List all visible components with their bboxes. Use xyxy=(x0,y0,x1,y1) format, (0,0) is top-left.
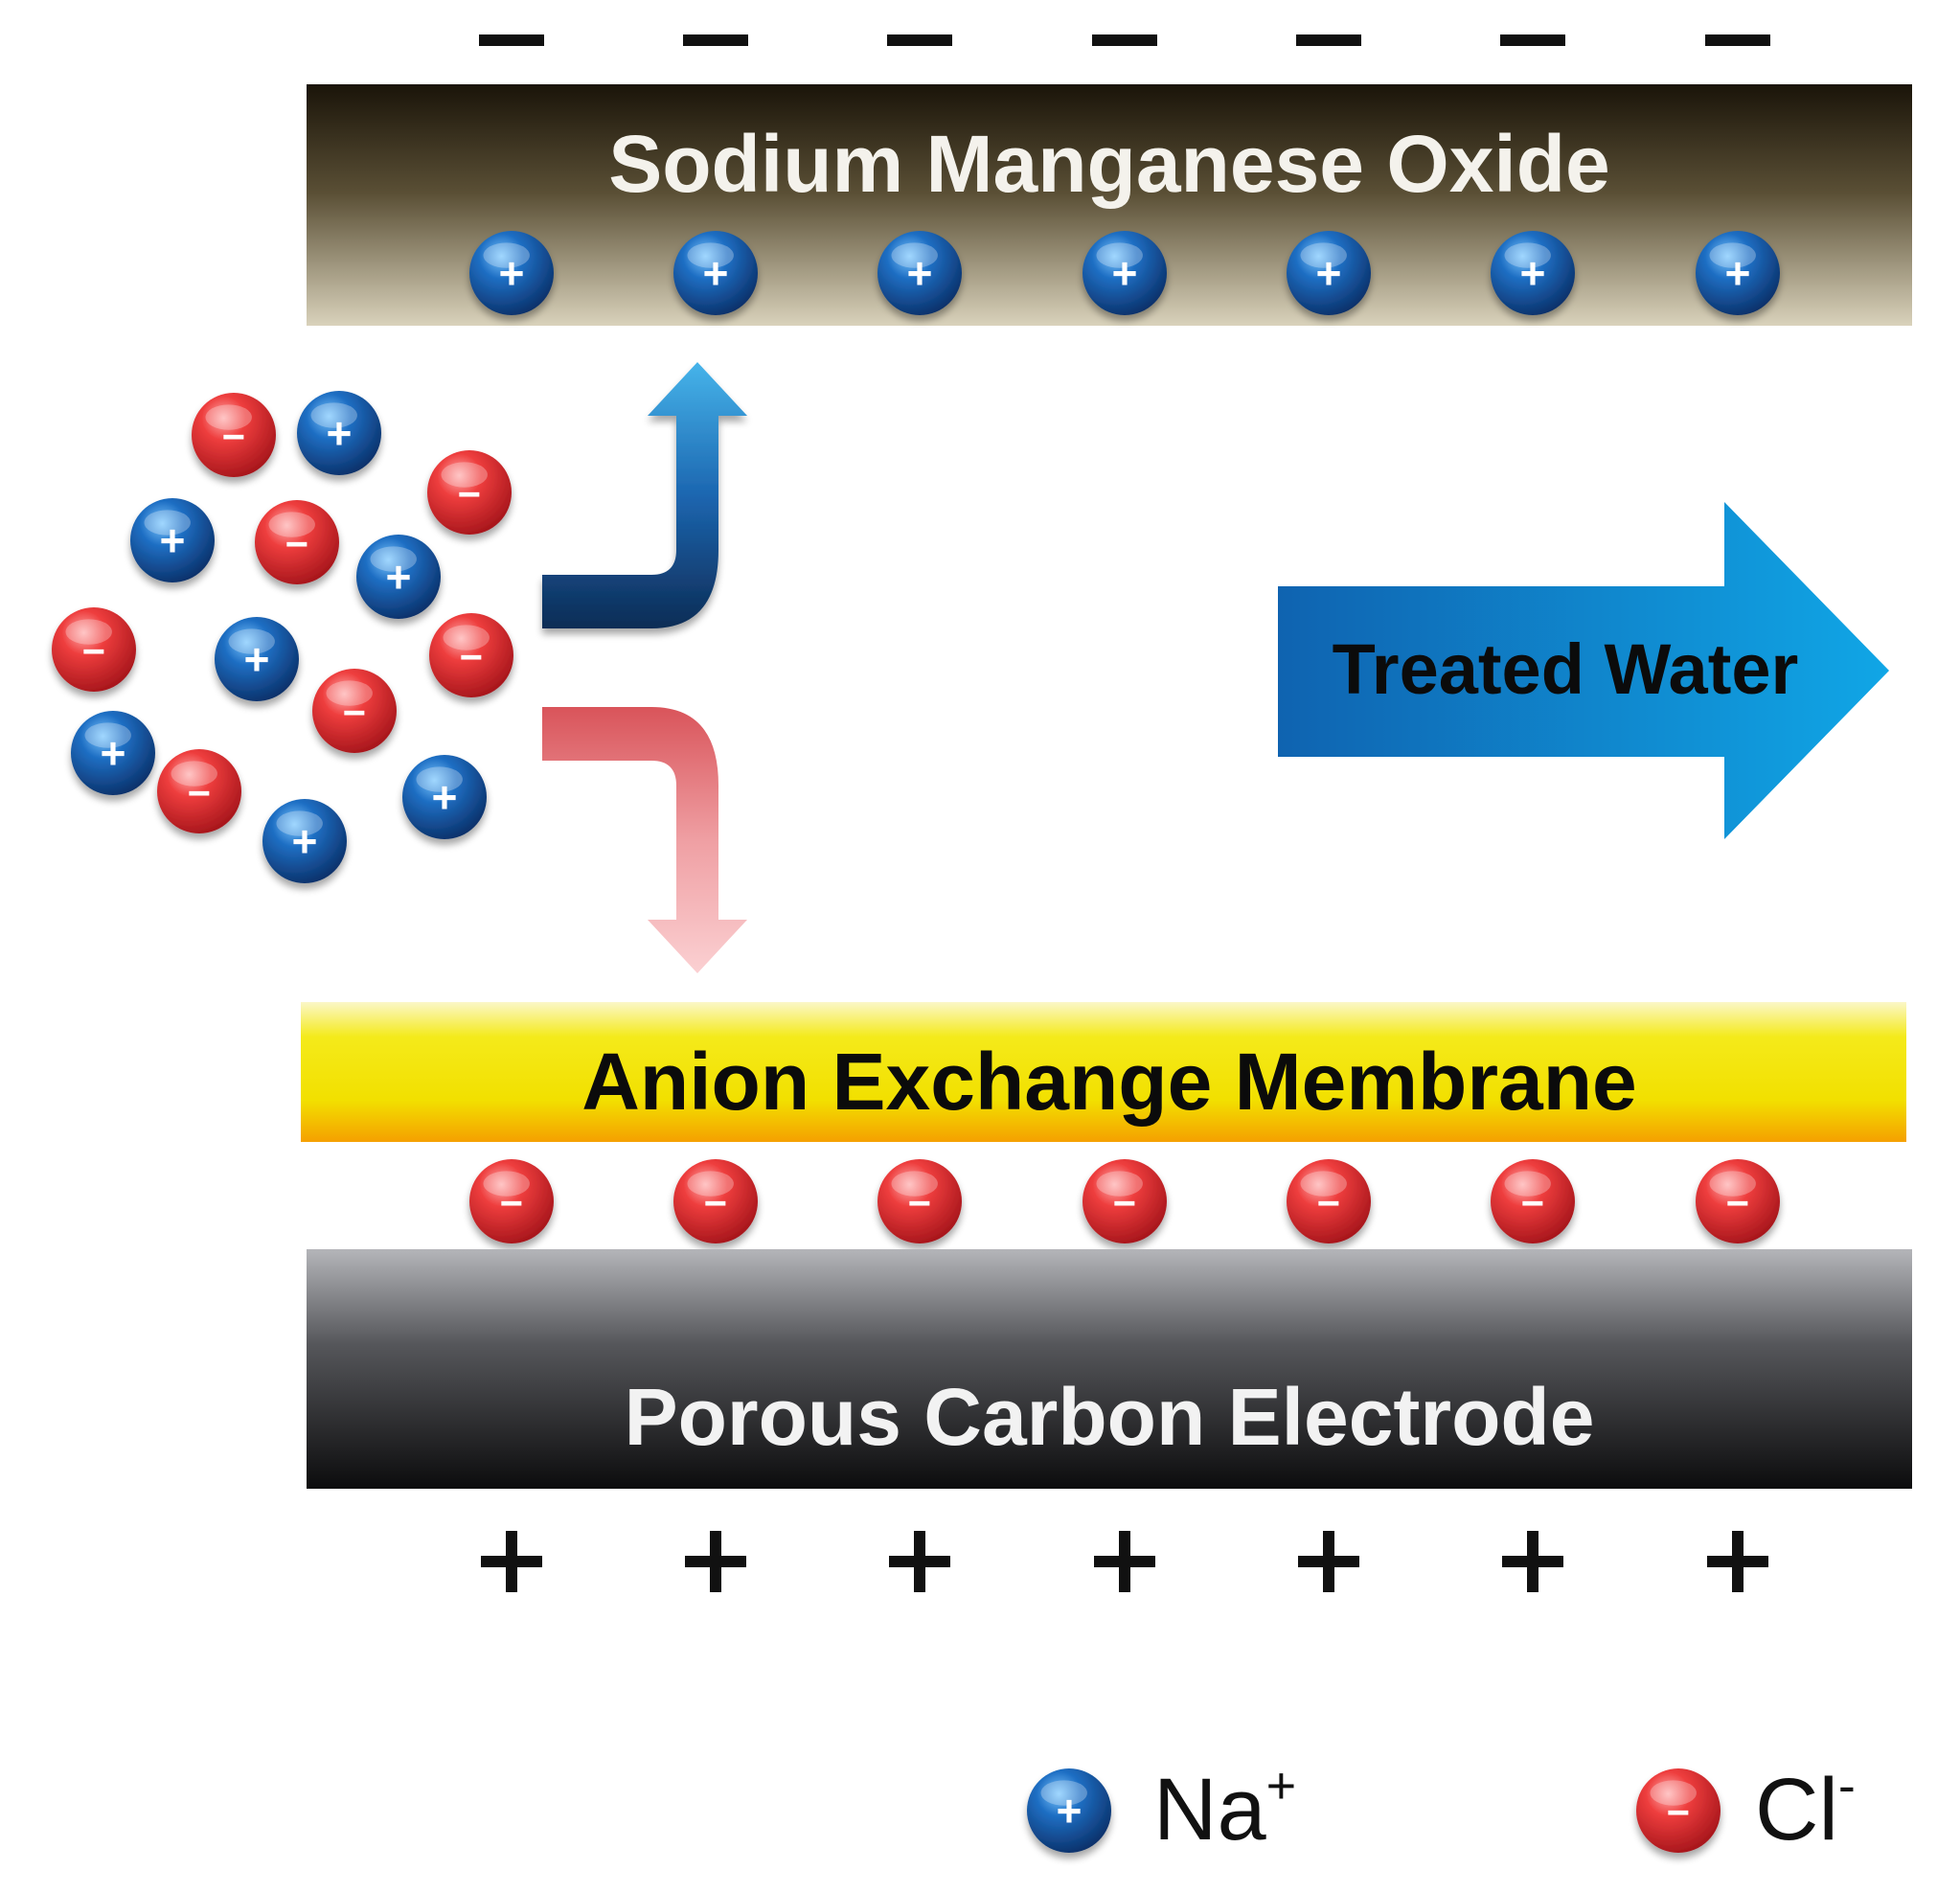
negative-polarity-sign xyxy=(887,34,952,46)
adsorbed-cation: + xyxy=(469,231,554,315)
anion-charge-symbol: − xyxy=(188,770,211,815)
feed-anion: − xyxy=(255,500,339,584)
cation-charge-symbol: + xyxy=(703,248,729,298)
adsorbed-cation: + xyxy=(673,231,758,315)
cation-charge-symbol: + xyxy=(101,728,126,778)
feed-anion: − xyxy=(429,613,513,697)
feed-water-ion-cluster: − + − + − + − + − − + − + + xyxy=(52,391,513,883)
anion-charge-symbol: − xyxy=(1667,1790,1690,1835)
feed-cation: + xyxy=(130,498,215,582)
feed-cation: + xyxy=(402,755,487,839)
legend-cation-sphere: + xyxy=(1027,1768,1111,1853)
cation-charge-symbol: + xyxy=(292,816,318,866)
adsorbed-anion: − xyxy=(673,1159,758,1243)
cation-charge-symbol: + xyxy=(1520,248,1546,298)
cation-charge-symbol: + xyxy=(907,248,933,298)
cation-charge-symbol: + xyxy=(1112,248,1138,298)
negative-polarity-sign xyxy=(479,34,544,46)
feed-cation: + xyxy=(71,711,155,795)
negative-polarity-sign xyxy=(1500,34,1565,46)
adsorbed-anion: − xyxy=(469,1159,554,1243)
anion-charge-symbol: − xyxy=(458,471,481,516)
negative-polarity-sign xyxy=(1296,34,1361,46)
feed-cation: + xyxy=(215,617,299,701)
cation-charge-symbol: + xyxy=(160,515,186,565)
positive-polarity-sign xyxy=(685,1531,746,1592)
anion-charge-symbol: − xyxy=(222,414,245,459)
bottom-electrode-label: Porous Carbon Electrode xyxy=(625,1372,1595,1462)
anion-exchange-membrane xyxy=(301,1002,1906,1142)
adsorbed-cation: + xyxy=(1083,231,1167,315)
negative-polarity-sign xyxy=(1092,34,1157,46)
anion-charge-symbol: − xyxy=(82,628,105,673)
positive-polarity-sign xyxy=(481,1531,542,1592)
anion-path-arrow xyxy=(542,707,747,973)
anion-charge-symbol: − xyxy=(1726,1180,1749,1225)
adsorbed-cation: + xyxy=(1491,231,1575,315)
adsorbed-anions: −−−−−−− xyxy=(469,1159,1780,1243)
cation-charge-symbol: + xyxy=(432,772,458,822)
feed-anion: − xyxy=(52,607,136,692)
anion-charge-symbol: − xyxy=(343,690,366,735)
feed-anion: − xyxy=(312,669,397,753)
cation-path-arrow xyxy=(542,362,747,628)
cation-charge-symbol: + xyxy=(386,552,412,602)
feed-anion: − xyxy=(192,393,276,477)
cation-charge-symbol: + xyxy=(1725,248,1751,298)
feed-anion: − xyxy=(427,450,512,535)
treated-water-label: Treated Water xyxy=(1333,629,1799,709)
legend-cation-label: Na+ xyxy=(1153,1757,1296,1859)
adsorbed-anion: − xyxy=(1491,1159,1575,1243)
adsorbed-cation: + xyxy=(877,231,962,315)
membrane-label: Anion Exchange Membrane xyxy=(581,1037,1637,1127)
positive-polarity-sign xyxy=(1502,1531,1563,1592)
anion-charge-symbol: − xyxy=(704,1180,727,1225)
anion-charge-symbol: − xyxy=(1521,1180,1544,1225)
cation-charge-symbol: + xyxy=(327,408,353,458)
feed-cation: + xyxy=(356,535,441,619)
anion-charge-symbol: − xyxy=(285,521,308,566)
adsorbed-anion: − xyxy=(1696,1159,1780,1243)
adsorbed-cation: + xyxy=(1287,231,1371,315)
cation-charge-symbol: + xyxy=(1316,248,1342,298)
positive-polarity-sign xyxy=(1094,1531,1155,1592)
top-polarity-signs xyxy=(479,34,1770,46)
adsorbed-anion: − xyxy=(877,1159,962,1243)
feed-anion: − xyxy=(157,749,241,833)
positive-polarity-sign xyxy=(1298,1531,1359,1592)
cation-charge-symbol: + xyxy=(499,248,525,298)
legend-anion-sphere: − xyxy=(1636,1768,1721,1853)
legend-anion-label: Cl- xyxy=(1755,1757,1856,1859)
treated-water-arrow xyxy=(1278,502,1889,839)
legend-anion-icon: − xyxy=(1636,1768,1721,1853)
anion-charge-symbol: − xyxy=(1113,1180,1136,1225)
positive-polarity-sign xyxy=(889,1531,950,1592)
adsorbed-cation: + xyxy=(1696,231,1780,315)
top-electrode-cations: + + + + + + + xyxy=(469,231,1780,315)
negative-polarity-sign xyxy=(683,34,748,46)
legend: + Na+ − Cl- xyxy=(1027,1757,1856,1859)
anion-charge-symbol: − xyxy=(460,634,483,679)
cation-charge-symbol: + xyxy=(1057,1786,1083,1836)
anion-charge-symbol: − xyxy=(908,1180,931,1225)
cation-charge-symbol: + xyxy=(244,634,270,684)
top-electrode-label: Sodium Manganese Oxide xyxy=(608,119,1610,209)
adsorbed-anion: − xyxy=(1083,1159,1167,1243)
anion-charge-symbol: − xyxy=(500,1180,523,1225)
adsorbed-anion: − xyxy=(1287,1159,1371,1243)
bottom-polarity-signs xyxy=(481,1531,1768,1592)
feed-cation: + xyxy=(297,391,381,475)
negative-polarity-sign xyxy=(1705,34,1770,46)
feed-cation: + xyxy=(262,799,347,883)
positive-polarity-sign xyxy=(1707,1531,1768,1592)
legend-cation-icon: + xyxy=(1027,1768,1111,1853)
anion-charge-symbol: − xyxy=(1317,1180,1340,1225)
porous-carbon-electrode xyxy=(307,1249,1912,1489)
